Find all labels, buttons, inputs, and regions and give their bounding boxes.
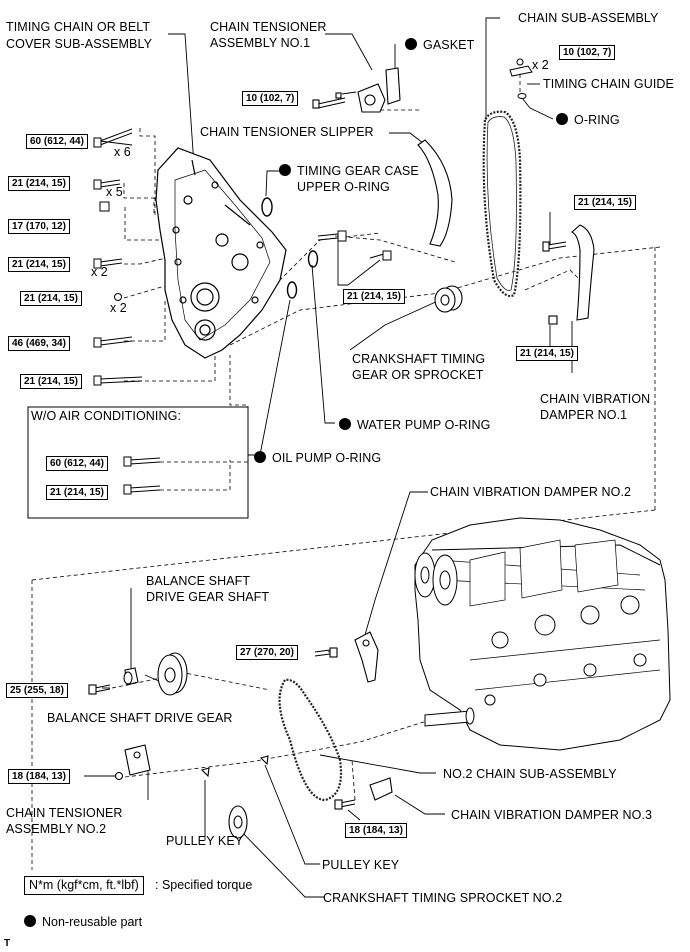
torque-18-b: 18 (184, 13) <box>345 823 407 838</box>
label-tensioner1-l2: ASSEMBLY NO.1 <box>210 36 311 50</box>
label-pulley-key-2: PULLEY KEY <box>322 858 400 872</box>
non-reusable-icon <box>279 164 291 176</box>
torque-10-b: 10 (102, 7) <box>559 45 616 60</box>
crank-gear-shape <box>434 285 463 313</box>
torque-21-g: 21 (214, 15) <box>516 346 578 361</box>
label-timing-cover-l1: TIMING CHAIN OR BELT <box>6 20 151 34</box>
label-chain-sub: CHAIN SUB-ASSEMBLY <box>518 11 659 25</box>
bolts <box>93 128 161 495</box>
label-balance-shaft-l1: BALANCE SHAFT <box>146 574 251 588</box>
figure-code: T <box>4 938 11 949</box>
label-damper3: CHAIN VIBRATION DAMPER NO.3 <box>451 808 653 822</box>
label-gasket: GASKET <box>405 38 474 53</box>
label-case-oring-l1: TIMING GEAR CASE <box>279 164 419 179</box>
non-reusable-icon <box>254 451 266 463</box>
sprocket2-shape <box>200 755 269 839</box>
chain2-shape <box>278 678 343 802</box>
torque-18-a: 18 (184, 13) <box>8 769 70 784</box>
torque-60-a: 60 (612, 44) <box>26 134 88 149</box>
label-tensioner2-l1: CHAIN TENSIONER <box>6 806 123 820</box>
qty-x2-c: x 2 <box>532 58 549 72</box>
non-reusable-icon <box>405 38 417 50</box>
qty-x2-b: x 2 <box>110 301 127 315</box>
torque-25: 25 (255, 18) <box>6 683 68 698</box>
torque-21-c: 21 (214, 15) <box>20 291 82 306</box>
legend-torque-text: : Specified torque <box>155 878 253 892</box>
torque-21-f: 21 (214, 15) <box>343 289 405 304</box>
label-tensioner2-l2: ASSEMBLY NO.2 <box>6 822 107 836</box>
legend-torque-box: N*m (kgf*cm, ft.*lbf) <box>24 876 144 895</box>
label-balance-gear: BALANCE SHAFT DRIVE GEAR <box>47 711 233 725</box>
slipper-shape <box>417 139 453 247</box>
label-case-oring-text: TIMING GEAR CASE <box>297 164 419 178</box>
label-crank-gear-l2: GEAR OR SPROCKET <box>352 368 484 382</box>
timing-cover-shape <box>155 147 287 359</box>
tensioner2-shape <box>114 744 151 781</box>
legend-nonreusable-text: Non-reusable part <box>42 915 143 929</box>
torque-46: 46 (469, 34) <box>8 336 70 351</box>
qty-x5: x 5 <box>106 185 123 199</box>
label-tensioner1-l1: CHAIN TENSIONER <box>210 20 327 34</box>
label-balance-shaft-l2: DRIVE GEAR SHAFT <box>146 590 270 604</box>
torque-60-b: 60 (612, 44) <box>46 456 108 471</box>
o-rings <box>261 197 319 299</box>
label-damper1-l1: CHAIN VIBRATION <box>540 392 651 406</box>
engine-block-shape <box>414 517 671 751</box>
label-chain2: NO.2 CHAIN SUB-ASSEMBLY <box>443 767 617 781</box>
torque-27: 27 (270, 20) <box>236 645 298 660</box>
torque-21-h: 21 (214, 15) <box>46 485 108 500</box>
chain-upper-shape <box>482 110 522 298</box>
label-gasket-text: GASKET <box>423 38 475 52</box>
label-oil-pump-oring-text: OIL PUMP O-RING <box>272 451 382 465</box>
non-reusable-icon <box>24 915 36 927</box>
label-o-ring-text: O-RING <box>574 113 620 127</box>
torque-17: 17 (170, 12) <box>8 219 70 234</box>
label-chain-guide: TIMING CHAIN GUIDE <box>543 77 674 91</box>
torque-21-b: 21 (214, 15) <box>8 257 70 272</box>
legend-nonreusable: Non-reusable part <box>24 915 142 930</box>
balance-gear-shape <box>88 652 188 696</box>
damper1-shape <box>542 224 595 325</box>
label-sprocket2: CRANKSHAFT TIMING SPROCKET NO.2 <box>323 891 563 905</box>
non-reusable-icon <box>556 113 568 125</box>
torque-10-a: 10 (102, 7) <box>242 91 299 106</box>
label-damper1-l2: DAMPER NO.1 <box>540 408 628 422</box>
torque-21-e: 21 (214, 15) <box>574 195 636 210</box>
torque-21-a: 21 (214, 15) <box>8 176 70 191</box>
label-timing-cover-l2: COVER SUB-ASSEMBLY <box>6 37 153 51</box>
label-water-pump-oring-text: WATER PUMP O-RING <box>357 418 491 432</box>
label-wo-ac: W/O AIR CONDITIONING: <box>31 409 182 423</box>
torque-21-d: 21 (214, 15) <box>20 374 82 389</box>
qty-x6: x 6 <box>114 145 131 159</box>
label-crank-gear-l1: CRANKSHAFT TIMING <box>352 352 486 366</box>
label-pulley-key-1: PULLEY KEY <box>166 834 244 848</box>
non-reusable-icon <box>339 418 351 430</box>
label-damper2: CHAIN VIBRATION DAMPER NO.2 <box>430 485 632 499</box>
tensioner-no1-shape <box>312 67 401 113</box>
damper2-shape <box>314 631 379 683</box>
label-case-oring-l2: UPPER O-RING <box>297 180 390 194</box>
qty-x2-a: x 2 <box>91 265 108 279</box>
damper3-shape <box>334 777 393 810</box>
label-slipper: CHAIN TENSIONER SLIPPER <box>200 125 374 139</box>
label-oil-pump-oring: OIL PUMP O-RING <box>254 451 381 466</box>
label-o-ring: O-RING <box>556 113 620 128</box>
label-water-pump-oring: WATER PUMP O-RING <box>339 418 490 433</box>
